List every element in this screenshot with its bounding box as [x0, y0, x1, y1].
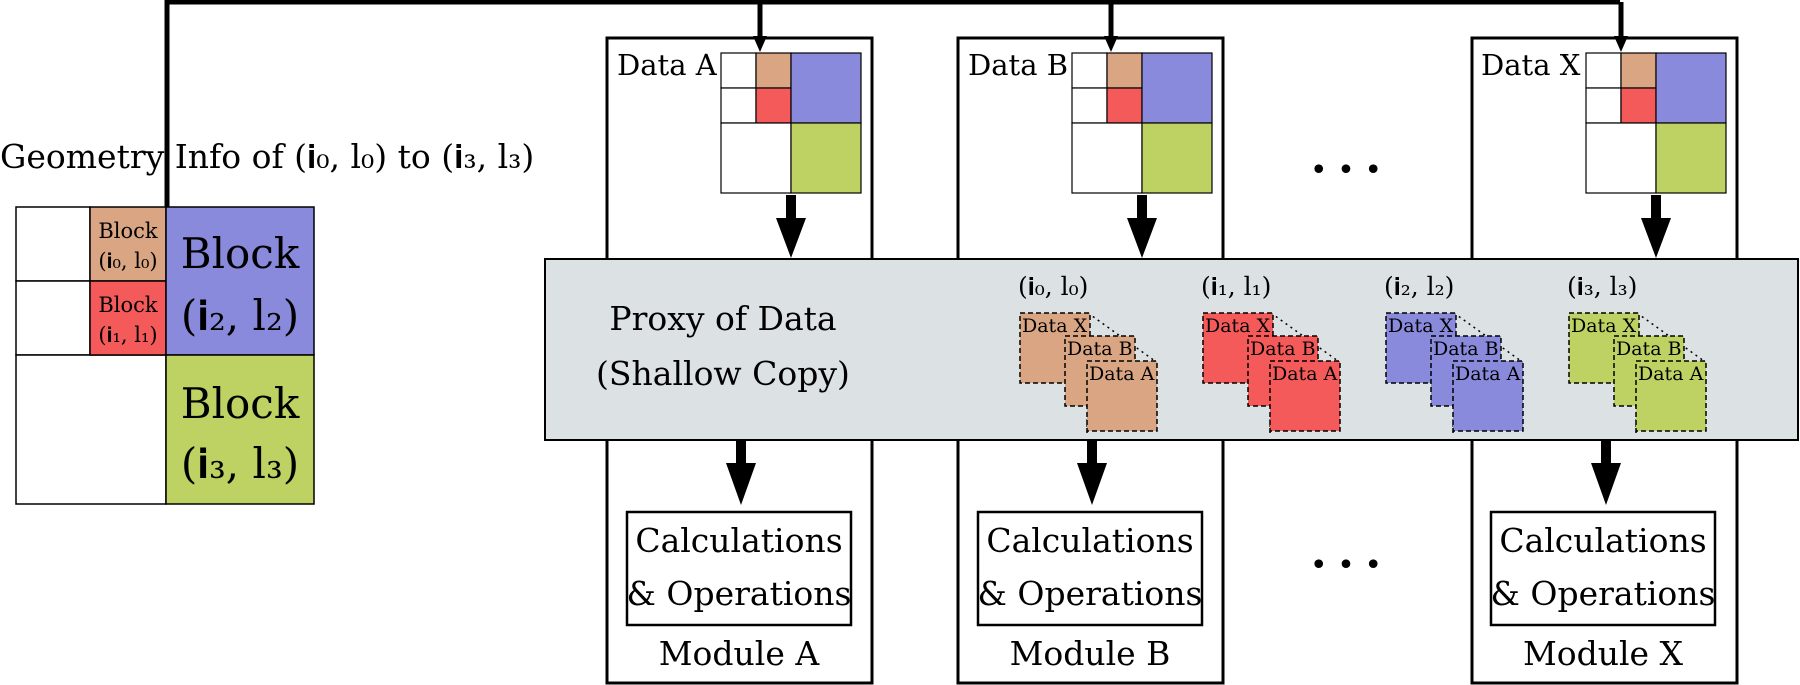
arrow-down-icon	[1077, 440, 1107, 505]
proxy-copy-front	[1635, 360, 1707, 432]
arrowhead-b	[1104, 36, 1118, 52]
proxy-copy-label: Data B	[1616, 338, 1682, 360]
arrow-down-icon	[1591, 440, 1621, 505]
calc-box-x: Calculations & Operations	[1489, 510, 1717, 627]
block2-line1: Block	[181, 229, 300, 278]
calc-line2: & Operations	[978, 574, 1203, 613]
geometry-title-bg	[0, 130, 162, 176]
data-grid-b	[1071, 52, 1213, 194]
proxy-copy-label: Data X	[1205, 315, 1271, 337]
proxy-copy-label: Data X	[1388, 315, 1454, 337]
calc-line1: Calculations	[986, 521, 1193, 560]
proxy-copy-label: Data X	[1022, 315, 1088, 337]
arrow-down-icon	[776, 195, 806, 258]
calc-line1: Calculations	[635, 521, 842, 560]
data-label-b: Data B	[968, 48, 1068, 82]
arrows-into-proxy	[776, 195, 1671, 258]
proxy-copy-label: Data A	[1638, 363, 1704, 385]
proxy-group-label: (𝐢₃, l₃)	[1567, 272, 1637, 301]
block3-line1: Block	[181, 379, 300, 428]
data-label-a: Data A	[617, 48, 718, 82]
proxy-copy-label: Data B	[1250, 338, 1316, 360]
geometry-block-0	[89, 206, 167, 282]
arrow-down-icon	[1641, 195, 1671, 258]
calc-box-a: Calculations & Operations	[625, 510, 853, 627]
block1-line1: Block	[98, 293, 158, 317]
module-label-b: Module B	[1010, 634, 1171, 673]
proxy-copy-front	[1269, 360, 1341, 432]
arrowhead-a	[753, 36, 767, 52]
connector-arrowheads	[753, 36, 1628, 52]
proxy-copy-label: Data A	[1272, 363, 1338, 385]
block1-line2: (𝐢₁, l₁)	[98, 323, 157, 347]
module-label-x: Module X	[1523, 634, 1684, 673]
arrow-down-icon	[726, 440, 756, 505]
proxy-group-label: (𝐢₀, l₀)	[1018, 272, 1088, 301]
proxy-copy-label: Data X	[1571, 315, 1637, 337]
arrow-down-icon	[1127, 195, 1157, 258]
proxy-copy-label: Data A	[1455, 363, 1521, 385]
module-label-a: Module A	[659, 634, 821, 673]
geometry-title: Geometry Info of (𝐢₀, l₀) to (𝐢₃, l₃)	[0, 137, 534, 176]
calc-line2: & Operations	[627, 574, 852, 613]
proxy-group-label: (𝐢₂, l₂)	[1384, 272, 1454, 301]
block0-line1: Block	[98, 219, 158, 243]
proxy-copy-label: Data B	[1433, 338, 1499, 360]
calc-line2: & Operations	[1491, 574, 1716, 613]
geometry-block-2	[165, 206, 315, 356]
arrows-out-of-proxy	[726, 440, 1621, 505]
proxy-copy-front	[1086, 360, 1158, 432]
geometry-block-1	[89, 280, 167, 356]
calc-box-b: Calculations & Operations	[976, 510, 1204, 627]
proxy-group-label: (𝐢₁, l₁)	[1201, 272, 1271, 301]
data-label-x: Data X	[1481, 48, 1581, 82]
block3-line2: (𝐢₃, l₃)	[181, 439, 299, 488]
ellipsis-top: • • •	[1310, 153, 1382, 188]
proxy-copy-front	[1452, 360, 1524, 432]
geometry-grid	[15, 206, 315, 505]
data-grid-a	[720, 52, 862, 194]
geometry-block-3	[165, 354, 315, 505]
block0-line2: (𝐢₀, l₀)	[98, 249, 157, 273]
proxy-copy-label: Data B	[1067, 338, 1133, 360]
calc-line1: Calculations	[1499, 521, 1706, 560]
block2-line2: (𝐢₂, l₂)	[181, 291, 299, 340]
proxy-copy-label: Data A	[1089, 363, 1155, 385]
ellipsis-bottom: • • •	[1310, 548, 1382, 583]
data-grid-x	[1585, 52, 1727, 194]
proxy-title: Proxy of Data	[609, 299, 836, 338]
proxy-subtitle: (Shallow Copy)	[596, 354, 850, 393]
geometry-connector	[164, 0, 1624, 205]
arrowhead-x	[1614, 36, 1628, 52]
